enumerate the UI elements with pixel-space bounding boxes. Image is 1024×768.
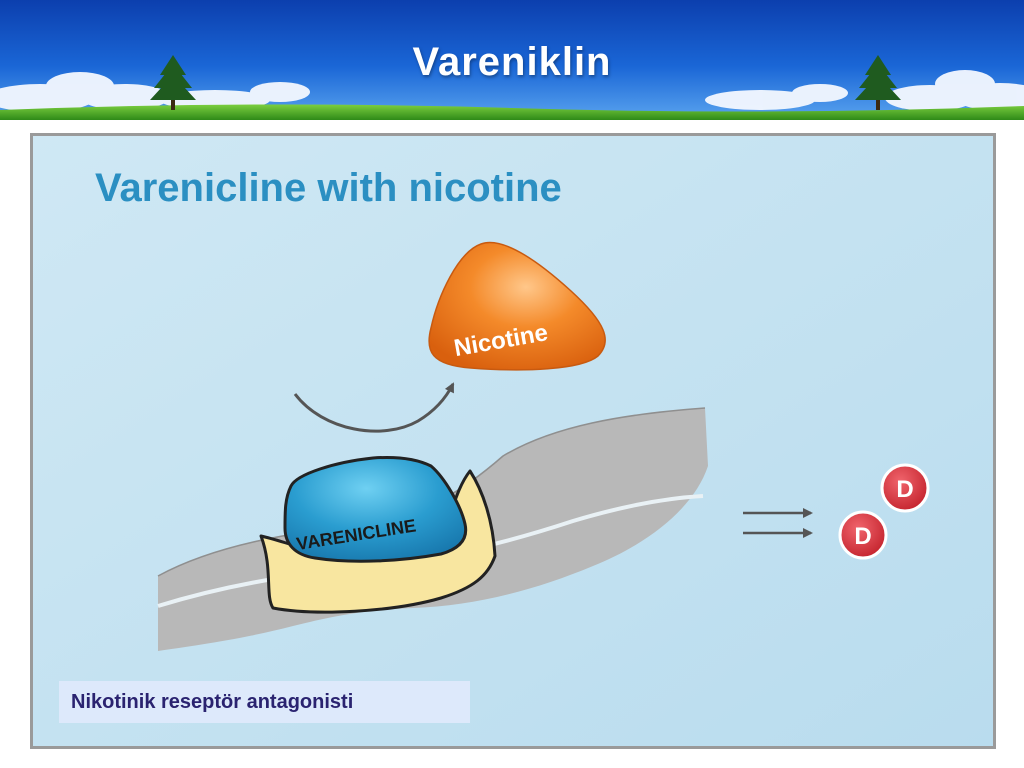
header-banner [0, 0, 1024, 120]
figure-background [33, 136, 993, 746]
varenicline-molecule: VARENICLINE [283, 456, 468, 563]
nicotine-molecule: Nicotine [428, 241, 606, 371]
grass-strip [0, 104, 1024, 120]
dopamine-label: D [896, 476, 913, 503]
figure-heading: Varenicline with nicotine [95, 166, 562, 210]
mechanism-diagram: Varenicline with nicotine Nicotine VAREN… [33, 136, 993, 746]
dopamine-label: D [854, 523, 871, 550]
dopamine-molecule: D [838, 510, 888, 560]
curved-arrow-icon [293, 382, 455, 433]
figure-frame: Varenicline with nicotine Nicotine VAREN… [30, 133, 996, 749]
cloud-right [705, 70, 1024, 111]
tree-left-icon [150, 55, 196, 110]
slide-title: Vareniklin [412, 40, 612, 84]
caption-text: Nikotinik reseptör antagonisti [71, 691, 354, 713]
dopamine-molecule: D [880, 463, 930, 513]
caption-box: Nikotinik reseptör antagonisti [59, 681, 470, 723]
tree-right-icon [855, 55, 901, 110]
